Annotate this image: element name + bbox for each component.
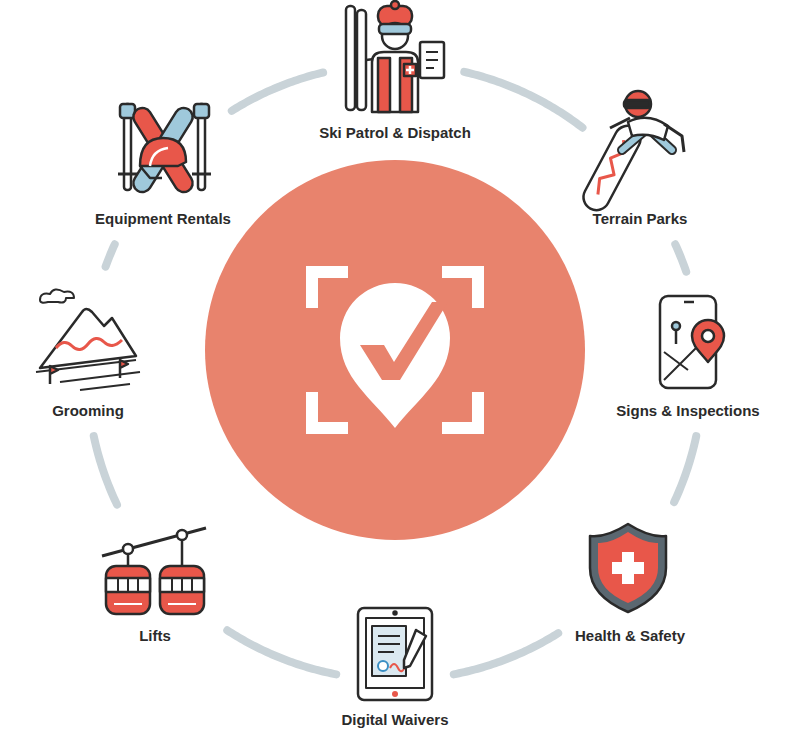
item-label: Terrain Parks (593, 210, 688, 228)
snowboarder-icon-part (625, 91, 651, 117)
snowboarder-icon (579, 91, 684, 215)
equipment-icon-part-part (130, 105, 196, 196)
equipment-icon-part (192, 173, 211, 176)
gondola-icon-part (106, 566, 150, 614)
gondola-icon-part-part (114, 603, 142, 605)
tablet-icon-part (392, 691, 398, 697)
gondola-icon-part (102, 528, 206, 556)
equipment-icon-part (150, 148, 168, 166)
mountain-icon-part (36, 360, 140, 390)
ski-patrol-icon (346, 1, 444, 112)
item-label: Ski Patrol & Dispatch (319, 124, 471, 142)
gondola-icon-part-part (168, 603, 196, 605)
ring-segment (454, 633, 558, 674)
shield-icon-part (598, 532, 658, 603)
item-label: Signs & Inspections (616, 402, 759, 420)
gondola-icon-part-part (172, 578, 192, 592)
mountain-icon-part (56, 338, 122, 349)
gondola-icon-part-part (106, 566, 150, 614)
center-logo-part-part (448, 398, 478, 428)
ring-segment (106, 244, 115, 266)
outer-ring (94, 72, 697, 674)
center-logo-part (205, 160, 585, 540)
phone-map-icon-part (660, 296, 716, 388)
ski-patrol-icon-part (404, 64, 416, 76)
equipment-icon-part (140, 166, 162, 178)
center-logo (205, 160, 585, 540)
center-logo-part (360, 302, 448, 380)
tablet-icon-part (372, 626, 406, 676)
equipment-icon-part (130, 105, 196, 196)
equipment-icon-part (118, 173, 137, 176)
tablet-icon-part (378, 661, 388, 671)
tablet-icon (358, 608, 432, 700)
phone-map-icon-part (672, 322, 680, 330)
mountain-icon-part (120, 360, 128, 378)
snowboarder-icon-part (624, 100, 650, 108)
shield-icon-part (612, 552, 644, 584)
tablet-icon-part (358, 608, 432, 700)
ski-patrol-icon-part (379, 24, 411, 34)
equipment-icon (118, 104, 211, 195)
ski-patrol-icon-part (346, 6, 355, 110)
gondola-icon-part (177, 530, 187, 540)
item-label: Lifts (139, 627, 171, 645)
center-logo-part (340, 283, 450, 428)
ski-patrol-icon-part (357, 10, 366, 110)
ski-patrol-icon-part (406, 66, 414, 74)
mountain-icon (36, 289, 140, 390)
mountain-icon-part (50, 366, 58, 384)
phone-map-icon-part (675, 330, 678, 344)
ring-segment (674, 436, 696, 502)
ring-segment (94, 436, 117, 505)
gondola-icon-part-part (160, 578, 204, 592)
gondola-icon-part (123, 544, 133, 554)
ski-patrol-icon-part (392, 67, 398, 73)
phone-map-icon-part (692, 320, 724, 362)
gondola-icon-part-part (118, 578, 138, 592)
gondola-icon (102, 528, 206, 614)
phone-map-icon-part (664, 344, 700, 380)
ring-segment (675, 244, 686, 271)
center-logo-part (312, 272, 478, 428)
center-logo-part-part (312, 398, 342, 428)
ski-patrol-icon-part (372, 52, 418, 112)
mountain-icon-part (40, 289, 74, 302)
item-label: Health & Safety (575, 627, 685, 645)
equipment-icon-part (194, 104, 209, 118)
ring-segment (464, 72, 582, 128)
ring-segment (227, 630, 336, 674)
item-label: Equipment Rentals (95, 210, 231, 228)
gondola-icon-part (128, 540, 182, 566)
shield-icon-part (590, 524, 666, 612)
equipment-icon-part (140, 138, 186, 166)
equipment-icon-part (130, 105, 196, 196)
item-label: Grooming (52, 402, 124, 420)
mountain-icon-part (40, 309, 136, 368)
item-label: Digital Waivers (342, 711, 449, 729)
ski-patrol-icon-part (426, 52, 438, 68)
gondola-icon-part (160, 566, 204, 614)
ring-segment (232, 73, 323, 111)
ski-patrol-icon-part (391, 1, 399, 9)
gondola-icon-part-part (160, 566, 204, 614)
phone-map-icon (660, 296, 724, 388)
center-logo-part-part (312, 272, 342, 302)
tablet-icon-part (404, 630, 426, 668)
equipment-icon-part-part (130, 105, 196, 196)
ski-patrol-icon-part (420, 42, 444, 78)
tablet-icon-part (378, 636, 400, 652)
gondola-icon-part-part (106, 578, 150, 592)
tablet-icon-part (394, 612, 397, 615)
shield-icon (590, 524, 666, 612)
center-logo-part-part (448, 272, 478, 302)
snowboarder-icon-part (628, 118, 668, 140)
phone-map-icon-part (684, 301, 694, 304)
phone-map-icon-part (702, 330, 714, 342)
snowboarder-icon-part (610, 118, 684, 152)
